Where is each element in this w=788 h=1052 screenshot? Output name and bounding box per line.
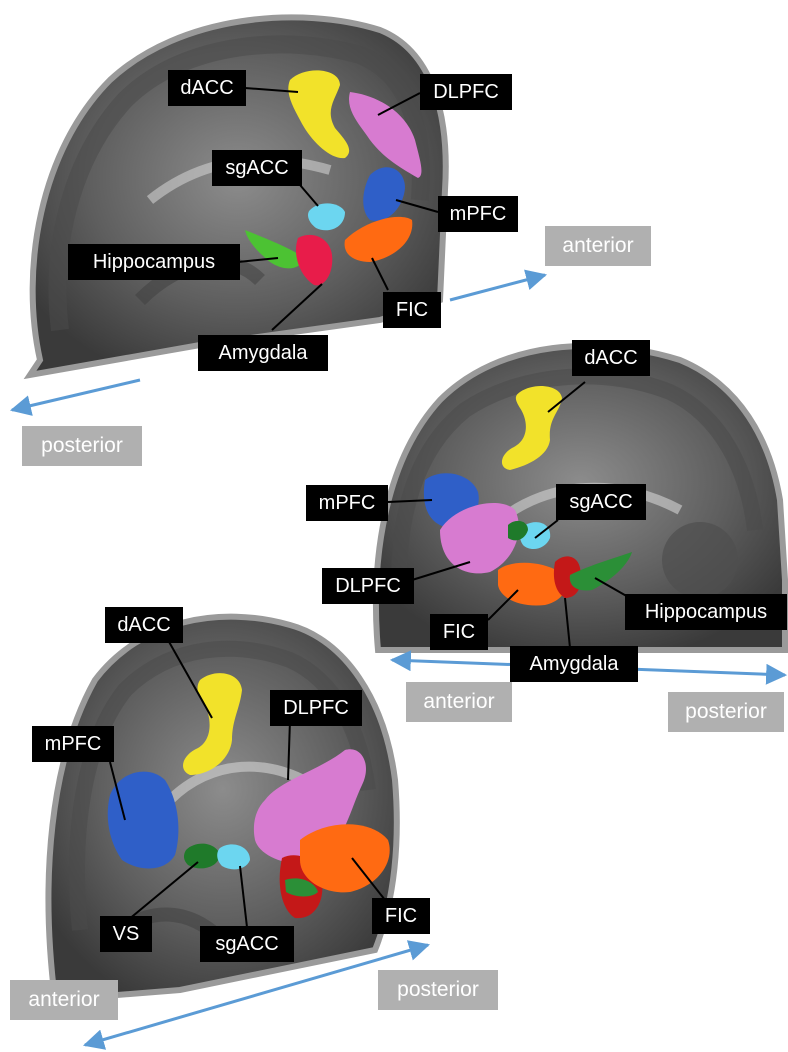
label-bottom-dacc: dACC bbox=[105, 607, 183, 643]
direction-bottom-anterior: anterior bbox=[10, 980, 118, 1020]
label-top-amygdala: Amygdala bbox=[198, 335, 328, 371]
label-top-fic: FIC bbox=[383, 292, 441, 328]
direction-top-anterior: anterior bbox=[545, 226, 651, 266]
label-bottom-mpfc: mPFC bbox=[32, 726, 114, 762]
label-middle-fic: FIC bbox=[430, 614, 488, 650]
label-bottom-sgacc: sgACC bbox=[200, 926, 294, 962]
label-top-hippocampus: Hippocampus bbox=[68, 244, 240, 280]
label-bottom-vs: VS bbox=[100, 916, 152, 952]
direction-bottom-posterior: posterior bbox=[378, 970, 498, 1010]
label-middle-dlpfc: DLPFC bbox=[322, 568, 414, 604]
direction-top-posterior: posterior bbox=[22, 426, 142, 466]
arrow-top-anterior bbox=[450, 275, 545, 300]
label-top-dacc: dACC bbox=[168, 70, 246, 106]
direction-middle-anterior: anterior bbox=[406, 682, 512, 722]
label-middle-hippocampus: Hippocampus bbox=[625, 594, 787, 630]
label-middle-sgacc: sgACC bbox=[556, 484, 646, 520]
label-bottom-dlpfc: DLPFC bbox=[270, 690, 362, 726]
label-bottom-fic: FIC bbox=[372, 898, 430, 934]
mpfc-region bbox=[108, 772, 179, 869]
label-top-sgacc: sgACC bbox=[212, 150, 302, 186]
label-top-mpfc: mPFC bbox=[438, 196, 518, 232]
label-middle-dacc: dACC bbox=[572, 340, 650, 376]
label-top-dlpfc: DLPFC bbox=[420, 74, 512, 110]
label-middle-amygdala: Amygdala bbox=[510, 646, 638, 682]
direction-middle-posterior: posterior bbox=[668, 692, 784, 732]
label-middle-mpfc: mPFC bbox=[306, 485, 388, 521]
arrow-top-posterior bbox=[12, 380, 140, 410]
